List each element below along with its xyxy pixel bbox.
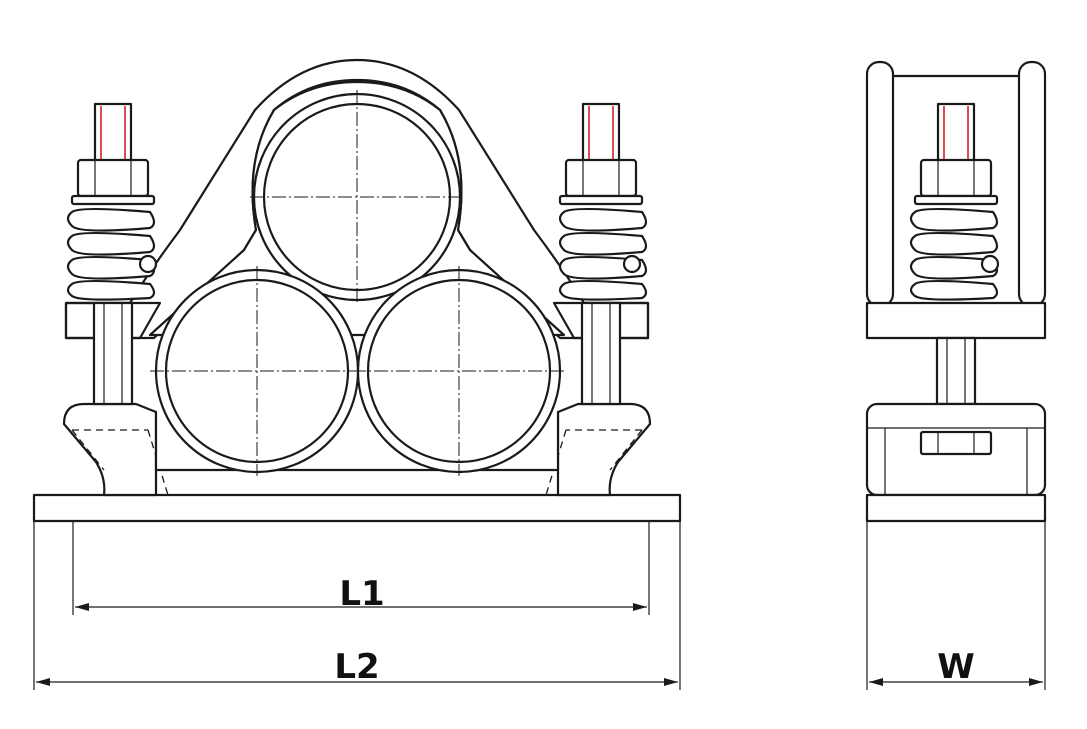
side-spring [909,207,1000,301]
dimension-l2-label: L2 [334,647,379,687]
left-bolt-shank [92,301,134,406]
left-bolt-assembly [66,102,158,406]
dimension-l1: L1 [72,521,650,615]
cable-bottom-right [352,266,566,476]
side-washer [913,194,999,206]
base-plate [32,493,682,523]
left-foot-hidden [71,429,169,496]
dimension-w: W [866,521,1046,690]
dimension-l2: L2 [33,521,681,690]
right-foot [556,402,652,497]
right-foot-hidden [545,429,643,496]
right-nut [564,158,638,198]
side-right-post [1017,60,1047,308]
side-top-bar [865,301,1047,340]
right-washer [558,194,644,206]
dimension-l1-label: L1 [339,574,384,614]
dimension-w-label: W [937,647,975,687]
side-view: W [865,60,1047,690]
side-left-post [865,60,895,308]
left-spring [66,207,158,301]
right-bolt-assembly [558,102,648,406]
left-nut [76,158,150,198]
cable-top [250,90,464,304]
side-nut [919,158,993,198]
left-washer [70,194,156,206]
side-lower-nut [919,430,993,456]
side-base [865,493,1047,523]
left-foot [62,402,158,497]
front-view: L1 L2 [32,58,682,690]
right-bolt-shank [580,301,622,406]
side-bolt-shank [935,336,977,406]
right-spring [558,207,648,301]
